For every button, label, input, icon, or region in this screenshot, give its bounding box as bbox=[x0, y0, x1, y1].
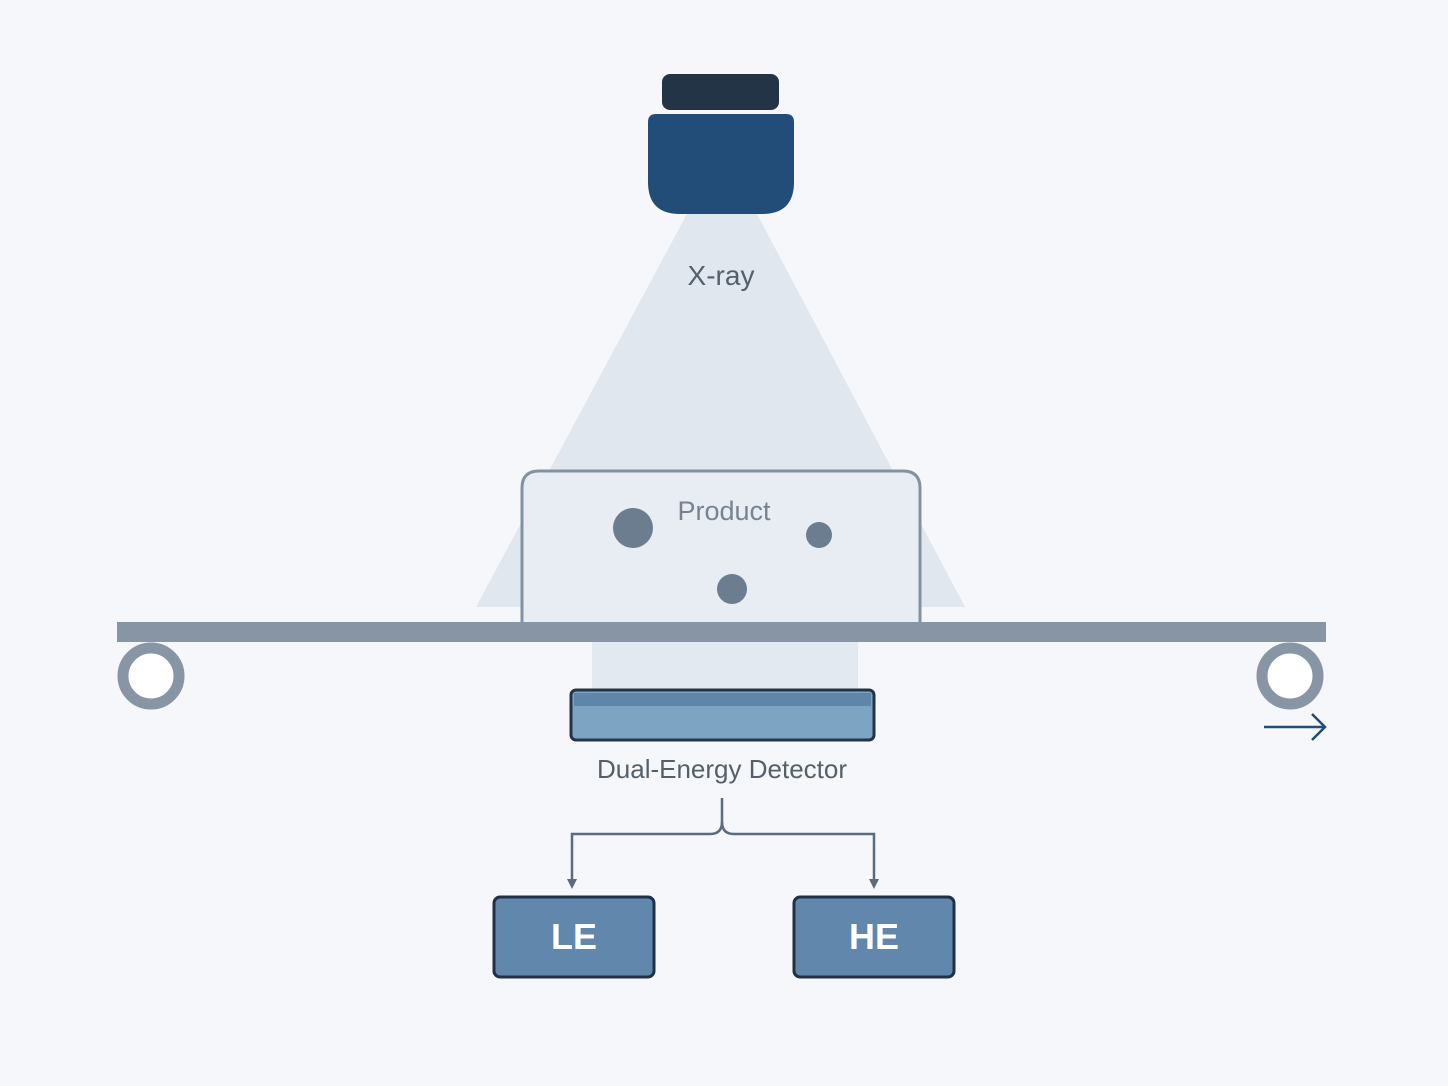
high-energy-box bbox=[792, 895, 956, 979]
detector-label: Dual-Energy Detector bbox=[597, 754, 847, 784]
xray-label: X-ray bbox=[688, 260, 755, 291]
low-energy-label: LE bbox=[551, 916, 597, 957]
conveyor-belt bbox=[117, 622, 1326, 642]
roller-icon bbox=[117, 642, 185, 710]
split-connector bbox=[720, 821, 879, 889]
product-box bbox=[520, 469, 922, 622]
product-inclusion bbox=[717, 574, 747, 604]
xray-source-body bbox=[648, 114, 794, 214]
roller-icon bbox=[1256, 642, 1324, 710]
transmitted-beam bbox=[592, 642, 858, 692]
low-energy-box bbox=[492, 895, 656, 979]
product-inclusion bbox=[613, 508, 653, 548]
arrow-right-icon bbox=[1264, 713, 1327, 741]
product-inclusion bbox=[806, 522, 832, 548]
xray-source-cap bbox=[662, 74, 779, 110]
high-energy-label: HE bbox=[849, 916, 899, 957]
detector-top-strip bbox=[574, 693, 871, 706]
product-label: Product bbox=[677, 496, 771, 526]
split-connector bbox=[567, 798, 724, 889]
